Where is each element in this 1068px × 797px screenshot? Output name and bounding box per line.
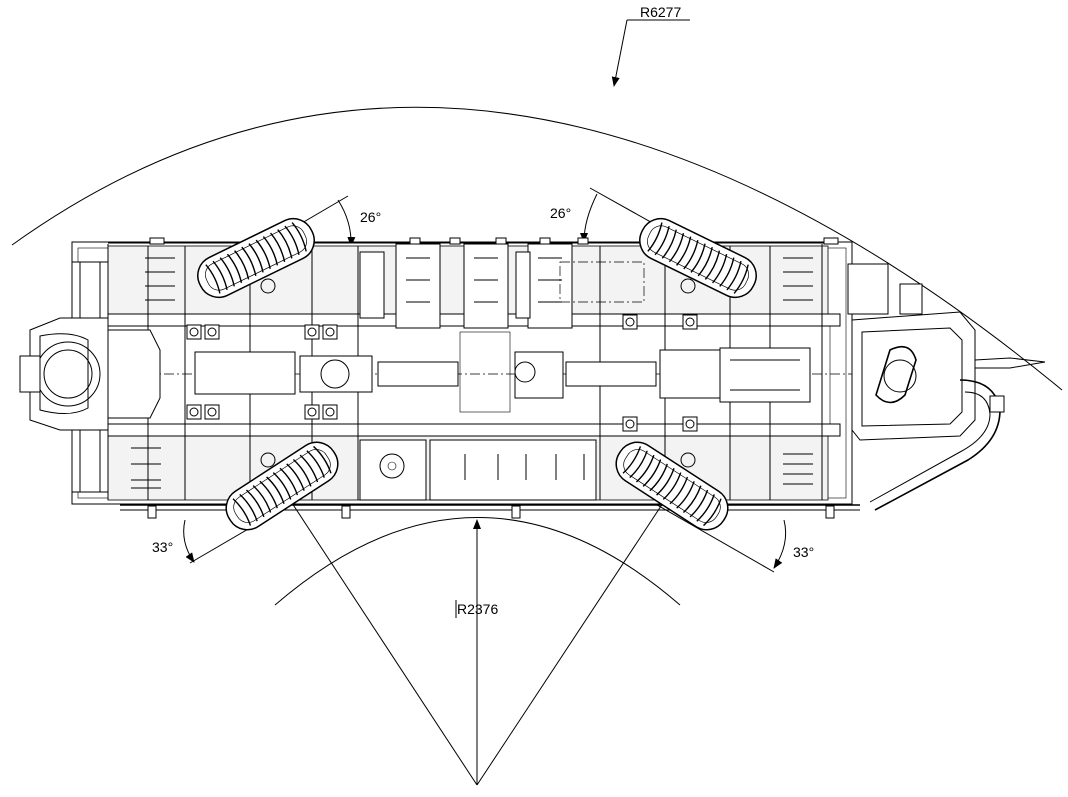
outer-radius-leader-arrow [611,19,628,87]
rear-right-angle-label: 33° [793,544,814,560]
rear-left-angle-label: 33° [152,539,173,555]
front-left-angle-label: 26° [360,209,381,225]
rear-engine [847,263,1046,511]
front-right-angle-arc [580,193,598,243]
outer-radius-label: R6277 [640,4,681,20]
inner-radius-ray-left [289,499,478,786]
front-coupling [19,317,161,431]
front-right-angle-label: 26° [550,205,571,221]
inner-radius-arc [274,517,681,606]
outer-radius-arc [11,106,1063,391]
inner-radius-label: R2376 [457,601,498,617]
rear-left-angle-arc [183,519,195,563]
rear-right-angle-arc [773,519,787,569]
inner-radius-ray-right [476,499,666,786]
front-left-angle-arc [337,199,356,247]
